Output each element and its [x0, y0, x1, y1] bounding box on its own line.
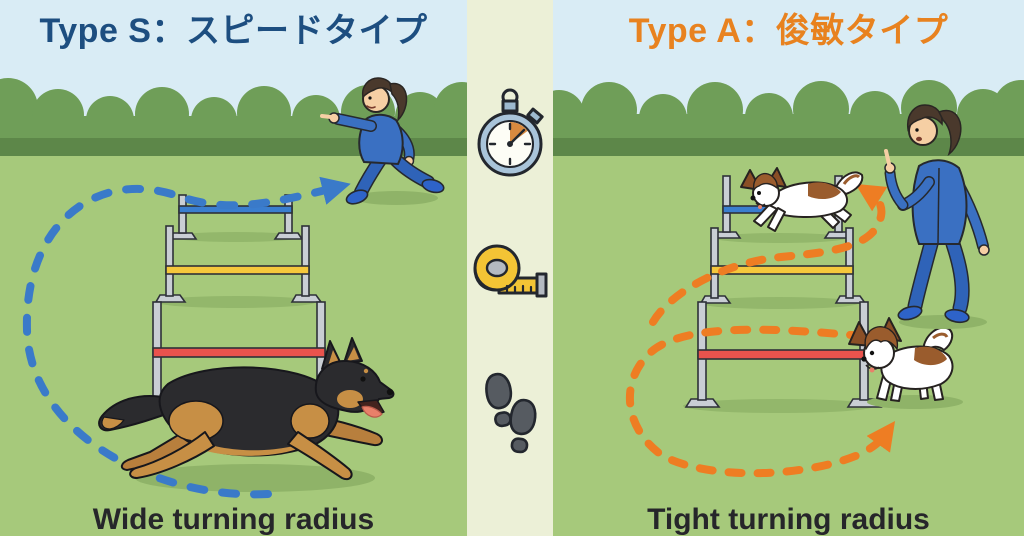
center-icon-column	[467, 0, 553, 536]
right-panel-title: Type A：俊敏タイプ	[628, 12, 949, 50]
right-panel-caption: Tight turning radius	[647, 503, 930, 536]
papillon-dog-jumping	[740, 167, 864, 232]
tight-turn-dashed-path-loop	[625, 325, 896, 478]
footprints-icon	[485, 372, 537, 454]
hurdle-yellow	[154, 225, 323, 308]
speed-type-scene	[0, 0, 467, 536]
left-panel-caption: Wide turning radius	[92, 503, 375, 536]
running-handler-woman	[320, 77, 445, 205]
stopwatch-icon	[477, 88, 544, 177]
left-panel-title: Type S：スピードタイプ	[39, 12, 428, 50]
pointing-handler-woman	[884, 104, 990, 329]
agility-type-scene	[553, 0, 1024, 536]
measuring-tape-icon	[473, 244, 548, 298]
papillon-dog-standing	[848, 317, 963, 409]
german-shepherd-dog	[98, 337, 395, 481]
tight-turn-dashed-path-upper	[649, 183, 888, 326]
